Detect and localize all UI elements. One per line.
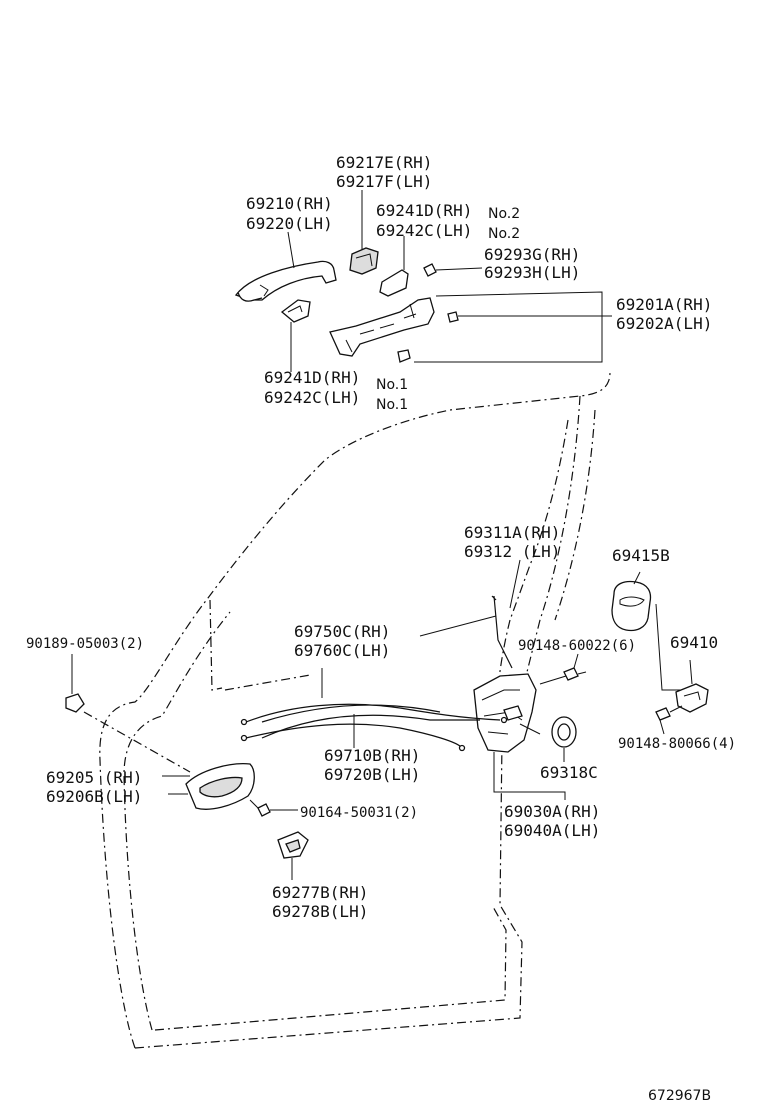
lock-cover-grommet <box>551 716 577 762</box>
label-69242c-no2-lh: 69242C(LH) <box>376 221 472 240</box>
label-69241d-no2-rh: 69241D(RH) <box>376 201 472 220</box>
label-69205-rh: 69205 (RH) <box>46 768 142 787</box>
label-90189: 90189-05003(2) <box>26 636 144 652</box>
handle-pad-no1 <box>280 299 311 372</box>
label-no2-lh: No.2 <box>488 226 520 242</box>
label-69220-lh: 69220(LH) <box>246 214 333 233</box>
lock-cables <box>240 615 508 752</box>
label-69293g-rh: 69293G(RH) <box>484 245 580 264</box>
label-69030a-rh: 69030A(RH) <box>504 802 600 821</box>
handle-screw <box>249 799 298 817</box>
label-69312-lh: 69312 (LH) <box>464 542 560 561</box>
handle-pad-no2 <box>379 236 409 297</box>
door-striker <box>655 659 709 735</box>
label-69410: 69410 <box>670 633 718 652</box>
lock-screw <box>539 653 587 685</box>
handle-frame <box>329 291 612 363</box>
label-69242c-no1-lh: 69242C(LH) <box>264 388 360 407</box>
label-69760c-lh: 69760C(LH) <box>294 641 390 660</box>
label-69040a-lh: 69040A(LH) <box>504 821 600 840</box>
figure-id: 672967B <box>648 1088 711 1104</box>
label-69217-rh: 69217E(RH) <box>336 153 432 172</box>
label-69210-rh: 69210(RH) <box>246 194 333 213</box>
lock-rod <box>491 559 521 669</box>
label-69202a-lh: 69202A(LH) <box>616 314 712 333</box>
label-69311a-rh: 69311A(RH) <box>464 523 560 542</box>
handle-bezel <box>277 831 309 880</box>
label-90164: 90164-50031(2) <box>300 805 418 821</box>
label-69217-lh: 69217F(LH) <box>336 172 432 191</box>
label-69277b-rh: 69277B(RH) <box>272 883 368 902</box>
label-no1-rh: No.1 <box>376 377 408 393</box>
handle-clip <box>423 263 483 277</box>
label-no1-lh: No.1 <box>376 397 408 413</box>
label-69201a-rh: 69201A(RH) <box>616 295 712 314</box>
label-69318c: 69318C <box>540 763 598 782</box>
label-90148-60022: 90148-60022(6) <box>518 638 636 654</box>
label-no2-rh: No.2 <box>488 206 520 222</box>
handle-cover <box>349 190 379 275</box>
part-labels: 69217E(RH) 69217F(LH) 69210(RH) 69220(LH… <box>26 153 736 1104</box>
label-69415b: 69415B <box>612 546 670 565</box>
door-frame-outline <box>99 371 611 1049</box>
label-69206b-lh: 69206B(LH) <box>46 787 142 806</box>
inside-door-handle <box>162 763 255 810</box>
outside-door-handle <box>234 231 337 302</box>
label-69710b-rh: 69710B(RH) <box>324 746 420 765</box>
label-69720b-lh: 69720B(LH) <box>324 765 420 784</box>
label-69278b-lh: 69278B(LH) <box>272 902 368 921</box>
door-lock-assembly <box>473 673 566 800</box>
label-69293h-lh: 69293H(LH) <box>484 263 580 282</box>
label-69241d-no1-rh: 69241D(RH) <box>264 368 360 387</box>
striker-cover <box>611 571 682 691</box>
label-69750c-rh: 69750C(RH) <box>294 622 390 641</box>
trim-clip <box>65 654 191 773</box>
label-90148-80066: 90148-80066(4) <box>618 736 736 752</box>
